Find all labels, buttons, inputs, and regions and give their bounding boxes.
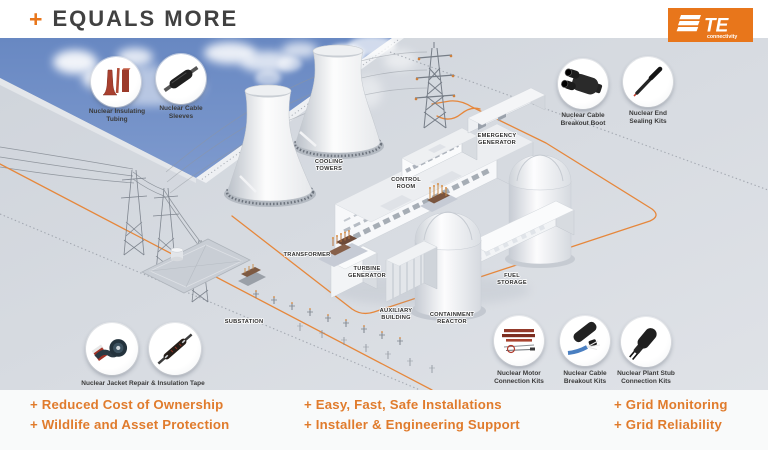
benefit-item: + Grid Monitoring — [614, 397, 728, 412]
benefits-band — [0, 390, 768, 450]
cooling-tower-front — [224, 84, 317, 207]
benefit-item: + Grid Reliability — [614, 417, 723, 432]
switchgear-rows — [253, 290, 435, 373]
callout-breakout-boot — [558, 59, 608, 109]
te-logo-icon: TE connectivity — [668, 8, 753, 42]
substation-area — [141, 238, 435, 373]
callout-stub-connection — [621, 317, 671, 367]
fuel-storage-building — [467, 200, 575, 269]
cooling-towers-structures — [224, 44, 384, 207]
callout-jacket-repair-tape — [86, 323, 138, 375]
page-title: EQUALS MORE — [52, 6, 239, 31]
reactor-transformer-equipment — [420, 183, 458, 212]
cooling-tower-rear — [292, 44, 384, 159]
insulating-tubing-icon — [102, 67, 131, 96]
benefits-column-1: + Reduced Cost of Ownership + Wildlife a… — [30, 395, 229, 435]
top-banner: + EQUALS MORE — [0, 0, 768, 38]
plant-buildings — [318, 87, 575, 321]
plus-icon: + — [29, 6, 43, 32]
benefit-item: + Wildlife and Asset Protection — [30, 417, 230, 432]
callout-cable-sleeves — [156, 54, 206, 104]
fence-lines — [0, 51, 768, 390]
end-sealing-icon — [633, 66, 663, 97]
cable-breakout-kit-icon — [567, 321, 601, 355]
tall-lattice-tower — [414, 42, 456, 129]
benefit-item: + Installer & Engineering Support — [304, 417, 520, 432]
breakout-boot-icon — [561, 68, 603, 95]
callout-end-sealing — [623, 57, 673, 107]
callout-insulation-sleeve — [149, 323, 201, 375]
benefit-item: + Easy, Fast, Safe Installations — [304, 397, 502, 412]
te-connectivity-logo: TE connectivity — [668, 8, 753, 42]
jacket-repair-tape-icon — [91, 339, 128, 362]
motor-connection-icon — [502, 329, 535, 354]
cable-sleeves-icon — [163, 66, 199, 92]
auxiliary-building-structure — [385, 240, 438, 303]
callout-label-jacket-repair: Nuclear Jacket Repair & Insulation Tape — [81, 380, 205, 387]
stub-connection-icon — [629, 328, 657, 361]
control-room-building — [401, 127, 478, 183]
te-logo-text: TE — [704, 16, 730, 37]
label-transformer: TRANSFORMER — [284, 252, 331, 258]
benefit-item: + Reduced Cost of Ownership — [30, 397, 224, 412]
te-logo-subtitle: connectivity — [707, 34, 737, 40]
callout-insulating-tubing — [91, 57, 141, 107]
callout-cable-breakout-kit — [560, 316, 610, 366]
benefits-column-3: + Grid Monitoring + Grid Reliability — [614, 395, 728, 435]
callout-motor-connection — [494, 316, 544, 366]
emergency-generator-building — [467, 87, 546, 134]
transformer-equipment — [318, 230, 368, 267]
label-substation: SUBSTATION — [225, 319, 264, 325]
benefits-column-2: + Easy, Fast, Safe Installations + Insta… — [304, 395, 520, 435]
insulation-sleeve-icon — [157, 333, 193, 365]
